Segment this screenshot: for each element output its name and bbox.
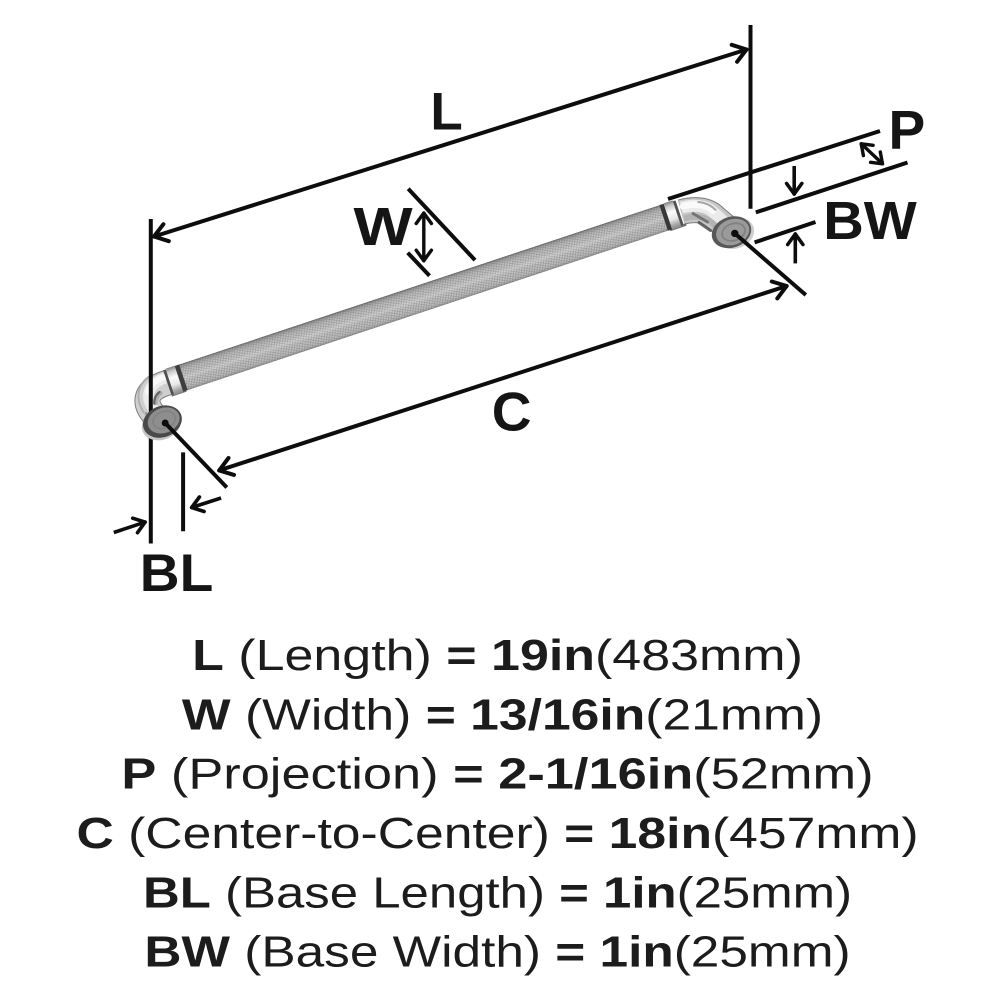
svg-text:P: P [888,99,925,161]
svg-text:W: W [353,197,413,257]
svg-text:C (Center-to-Center) = 18in(45: C (Center-to-Center) = 18in(457mm) [76,810,918,858]
svg-text:L (Length) = 19in(483mm): L (Length) = 19in(483mm) [192,632,803,680]
svg-text:BL: BL [140,544,213,603]
svg-text:W (Width) = 13/16in(21mm): W (Width) = 13/16in(21mm) [182,691,823,739]
svg-text:BW: BW [823,190,917,251]
svg-text:C: C [492,380,532,442]
svg-text:P (Projection) = 2-1/16in(52mm: P (Projection) = 2-1/16in(52mm) [121,750,873,799]
svg-text:BW (Base Width) = 1in(25mm): BW (Base Width) = 1in(25mm) [144,928,850,976]
svg-text:L: L [430,82,462,141]
svg-text:BL (Base Length) = 1in(25mm): BL (Base Length) = 1in(25mm) [143,869,852,918]
